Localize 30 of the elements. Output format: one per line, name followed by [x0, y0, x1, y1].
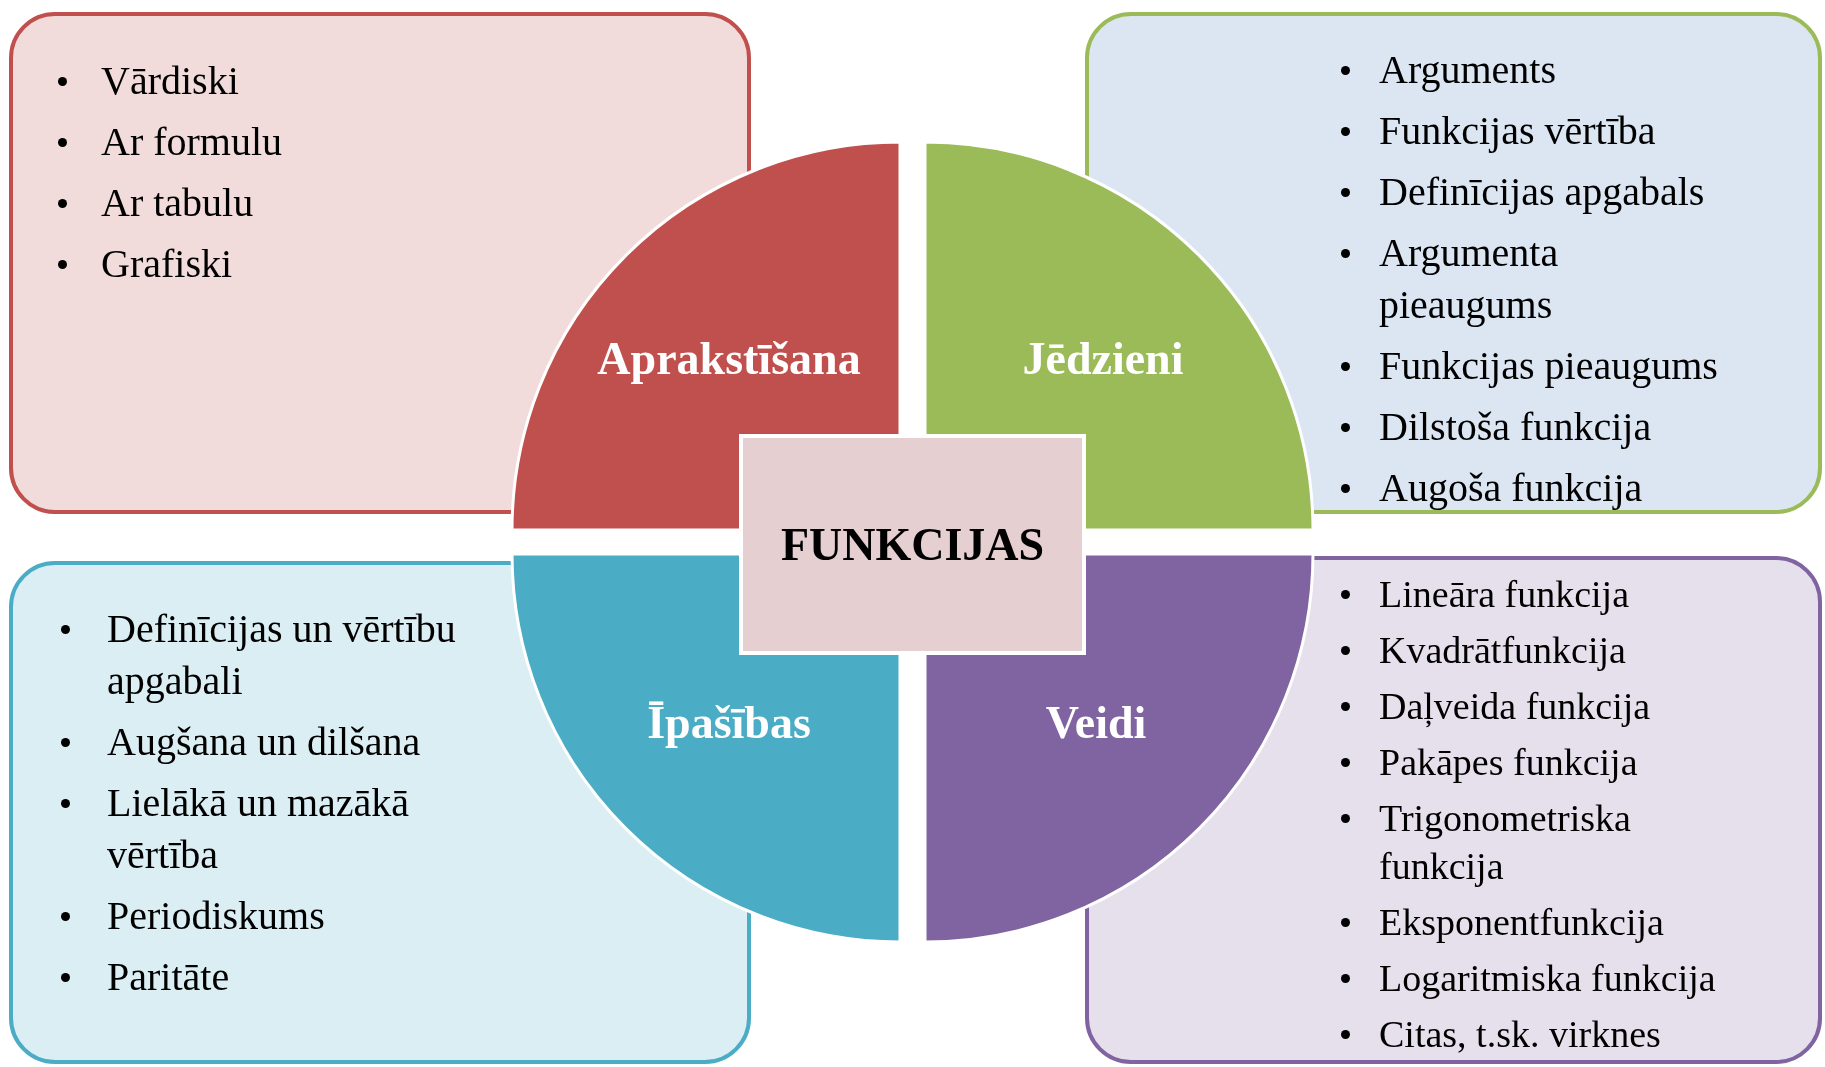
- list-item: Grafiski: [101, 240, 233, 288]
- list-item: Kvadrātfunkcija: [1379, 628, 1626, 673]
- list-item: Argumenta pieaugums: [1379, 229, 1560, 329]
- list-item: Paritāte: [107, 953, 230, 1001]
- list-item: Dilstoša funkcija: [1379, 403, 1652, 451]
- list-item: Definīcijas apgabals: [1379, 168, 1705, 216]
- segment-title: Veidi: [1045, 695, 1147, 749]
- list-item: Citas, t.sk. virknes: [1379, 1012, 1661, 1057]
- list-item: Eksponentfunkcija: [1379, 900, 1664, 945]
- segment-title: Īpašības: [647, 695, 811, 749]
- list-item: Vārdiski: [101, 57, 239, 105]
- list-item: Augšana un dilšana: [107, 718, 421, 766]
- list-item: Funkcijas pieaugums: [1379, 342, 1718, 390]
- list-item: Ar formulu: [101, 118, 283, 166]
- center-box: [739, 434, 1086, 655]
- list-item: Lineāra funkcija: [1379, 572, 1630, 617]
- list-item: Funkcijas vērtība: [1379, 107, 1656, 155]
- list-item: Lielākā un mazākā vērtība: [107, 779, 411, 879]
- list-item: Arguments: [1379, 46, 1557, 94]
- list-item: Periodiskums: [107, 892, 325, 940]
- segment-title: Jēdzieni: [1022, 331, 1184, 385]
- list-item: Daļveida funkcija: [1379, 684, 1651, 729]
- segment-title: Aprakstīšana: [597, 331, 861, 385]
- list-item: Trigonometriska funkcija: [1379, 796, 1632, 889]
- list-item: Pakāpes funkcija: [1379, 740, 1638, 785]
- list-item: Definīcijas un vērtību apgabali: [107, 605, 457, 705]
- list-item: Ar tabulu: [101, 179, 254, 227]
- list-item: Augoša funkcija: [1379, 464, 1643, 512]
- list-item: Logaritmiska funkcija: [1379, 956, 1716, 1001]
- center-title: FUNKCIJAS: [780, 518, 1045, 571]
